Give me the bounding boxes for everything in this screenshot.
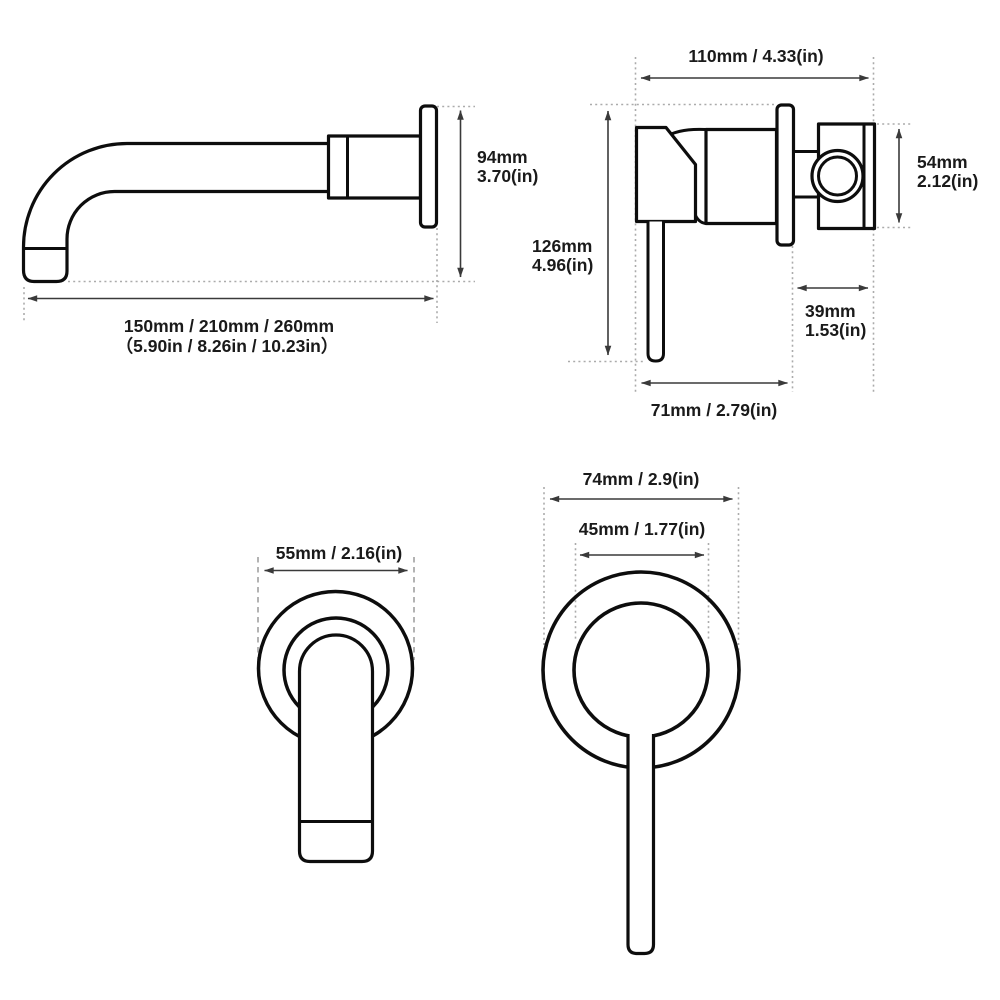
spout-reach-label-in: （5.90in / 8.26in / 10.23in） — [116, 336, 339, 356]
spout-height-label-in: 3.70(in) — [477, 166, 538, 186]
spout-side-guides — [23, 105, 475, 323]
handle-front-figure: 74mm / 2.9(in) 45mm / 1.77(in) — [541, 469, 741, 956]
valve-cartridge-body — [704, 127, 779, 226]
valve-side-dimensions: 110mm / 4.33(in) 126mm 4.96(in) 54mm 2.1… — [532, 46, 978, 420]
valve-body-height-label-in: 2.12(in) — [917, 171, 978, 191]
valve-lever — [646, 221, 665, 363]
spout-front-tube — [297, 633, 375, 864]
valve-lever-label: 71mm / 2.79(in) — [651, 400, 777, 420]
spout-tube — [21, 141, 330, 284]
spout-wall-plate — [418, 104, 439, 229]
valve-handle-base — [634, 125, 698, 224]
handle-front-guides — [543, 487, 740, 652]
spout-front-dimensions: 55mm / 2.16(in) — [264, 543, 408, 574]
handle-front-drawing — [541, 570, 741, 956]
valve-inlet-inner-circle — [817, 155, 858, 197]
valve-depth-label-mm: 39mm — [805, 301, 856, 321]
valve-side-figure: 110mm / 4.33(in) 126mm 4.96(in) 54mm 2.1… — [532, 46, 978, 420]
handle-inner-circle — [572, 601, 710, 739]
valve-height-label-mm: 126mm — [532, 236, 592, 256]
valve-height-label-in: 4.96(in) — [532, 255, 593, 275]
spout-height-label-mm: 94mm — [477, 147, 528, 167]
spout-front-drawing — [256, 589, 415, 864]
valve-width-label: 110mm / 4.33(in) — [688, 46, 823, 66]
valve-body-height-label-mm: 54mm — [917, 152, 968, 172]
handle-lever — [626, 734, 656, 956]
flange-diameter-label: 55mm / 2.16(in) — [276, 543, 402, 563]
spout-front-figure: 55mm / 2.16(in) — [256, 543, 415, 864]
valve-side-drawing — [634, 103, 877, 363]
handle-inner-diameter-label: 45mm / 1.77(in) — [579, 519, 705, 539]
spout-side-drawing — [21, 104, 439, 284]
spout-collar — [326, 134, 423, 200]
handle-outer-diameter-label: 74mm / 2.9(in) — [583, 469, 700, 489]
handle-front-dimensions: 74mm / 2.9(in) 45mm / 1.77(in) — [549, 469, 733, 559]
spout-front-guides — [257, 557, 415, 660]
valve-depth-label-in: 1.53(in) — [805, 320, 866, 340]
valve-neck-top-curve — [670, 127, 707, 136]
valve-wall-plate — [775, 103, 796, 247]
spout-side-dimensions: 94mm 3.70(in) 150mm / 210mm / 260mm （5.9… — [27, 110, 538, 356]
spout-side-figure: 94mm 3.70(in) 150mm / 210mm / 260mm （5.9… — [21, 104, 538, 356]
spout-reach-label-mm: 150mm / 210mm / 260mm — [124, 316, 334, 336]
